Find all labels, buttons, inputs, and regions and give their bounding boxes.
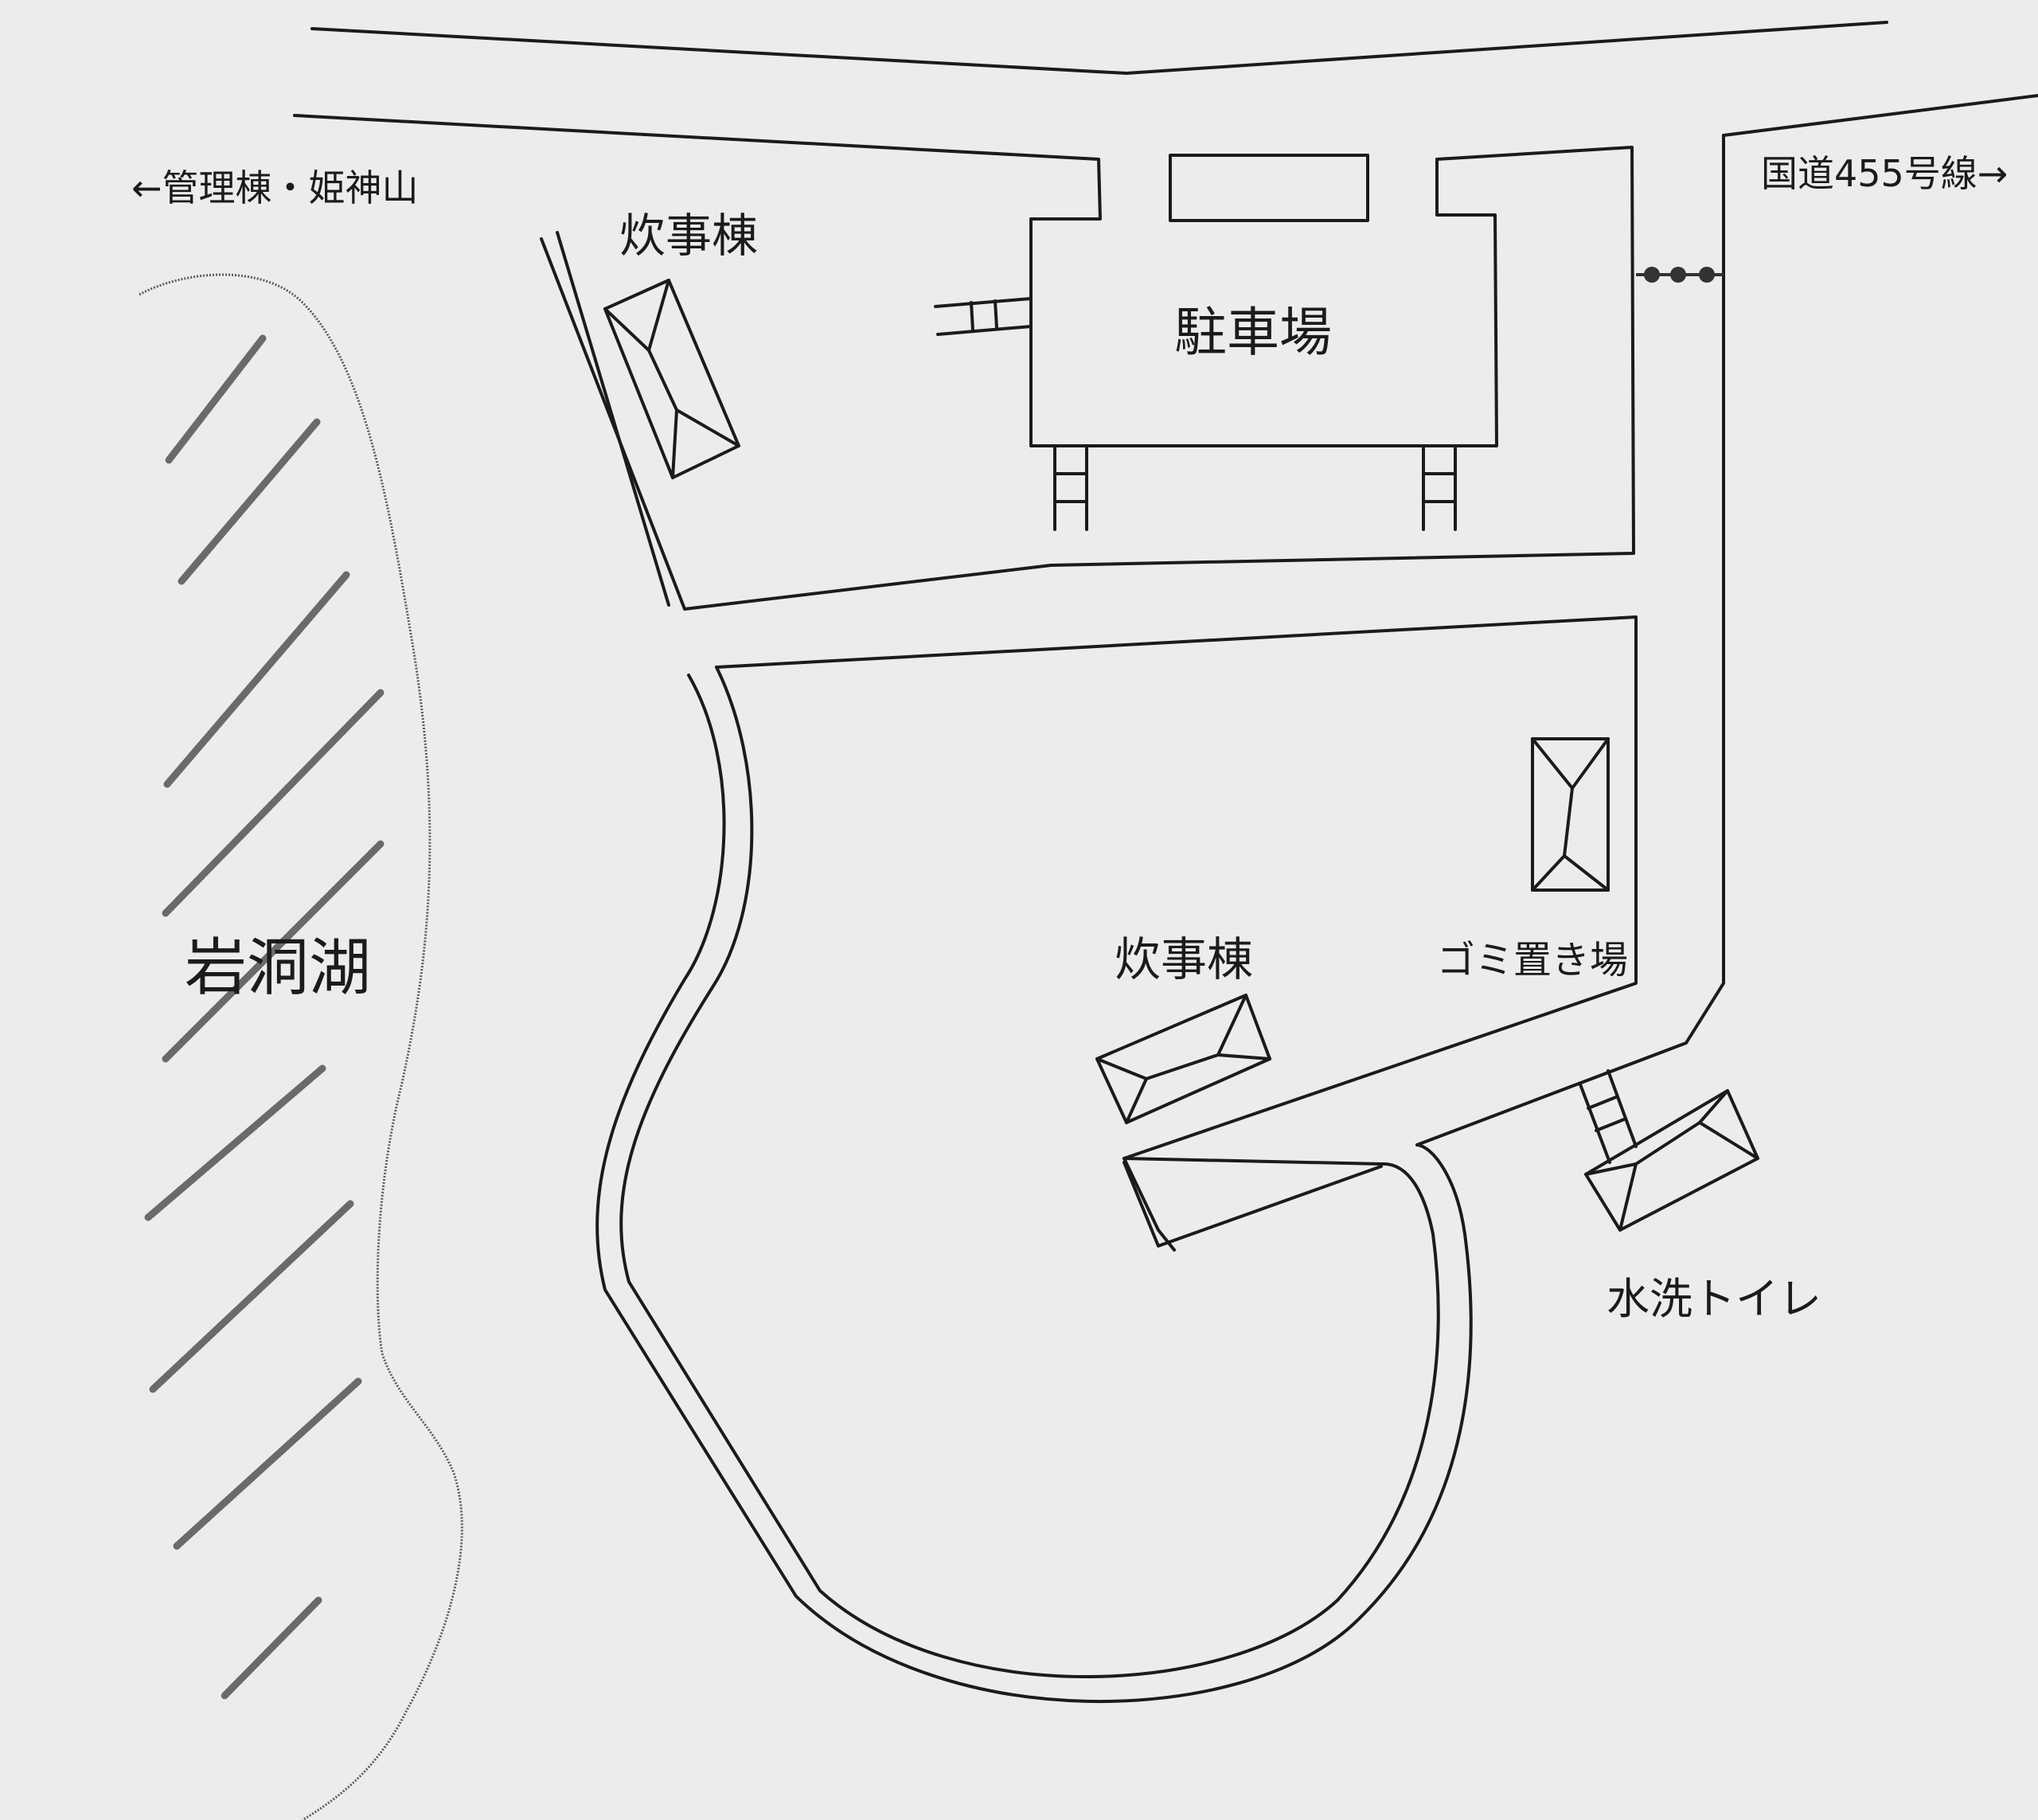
lake (139, 273, 463, 1820)
label-kitchen-bottom: 炊事棟 (1115, 932, 1253, 986)
label-parking: 駐車場 (1174, 302, 1332, 363)
label-route: 国道455号線→ (1761, 152, 2008, 195)
loop-road (595, 615, 1638, 1704)
label-toilet: 水洗トイレ (1607, 1274, 1821, 1324)
label-lake: 岩洞湖 (185, 932, 371, 1004)
label-kitchen-top: 炊事棟 (619, 209, 758, 263)
route-road (1415, 94, 2038, 1146)
parking-lot (934, 154, 1457, 531)
kitchen-building-top (603, 279, 740, 479)
kitchen-building-bottom (1095, 994, 1271, 1124)
label-to-management: ←管理棟・姫神山 (131, 166, 419, 209)
toilet-building (1579, 1069, 1759, 1232)
label-garbage: ゴミ置き場 (1437, 938, 1628, 982)
top-road (293, 21, 1888, 611)
garbage-building (1531, 737, 1610, 892)
